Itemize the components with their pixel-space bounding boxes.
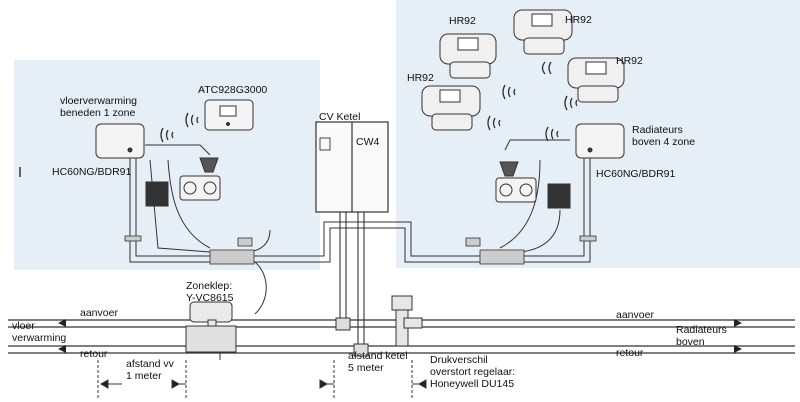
arrow-icon [58,319,742,353]
room-thermostat [204,99,254,131]
radiateurs-boven-label: Radiateurs boven [676,324,727,348]
power-socket-left [145,157,221,207]
bypass-regulator [391,295,423,347]
wireless-signal-icon [160,61,578,143]
atc-label: ATC928G3000 [198,84,268,96]
drukverschil-label: Drukverschil overstort regelaar: Honeywe… [430,354,516,390]
cw4-label: CW4 [356,136,380,148]
zoneklep-label: Zoneklep: Y-VC8615 [186,280,234,304]
zone-valve [185,301,237,360]
afstand-vv-label: afstand vv 1 meter [126,358,174,382]
cv-ketel-label: CV Ketel [319,111,361,123]
cv-boiler [315,121,389,213]
zone-left-background [14,60,320,270]
controller-right [575,123,625,159]
radiator-zone-label: Radiateurs boven 4 zone [632,124,696,148]
afstand-ketel-label: afstand ketel 5 meter [348,350,408,374]
hr92-valve-1 [439,33,497,79]
hr92-valve-3 [567,57,625,103]
wire-splices [124,235,597,265]
floor-zone-label: vloerverwarming beneden 1 zone [60,95,138,119]
hr92-label: HR92 [565,14,592,26]
power-socket-right [495,161,571,209]
boiler-pipes [339,212,365,346]
hc60-right-label: HC60NG/BDR91 [596,168,676,180]
aanvoer-right-label: aanvoer [616,309,654,321]
hr92-valve-2 [513,9,573,55]
dimension-markers [97,360,427,400]
hr92-label: HR92 [616,55,643,67]
aanvoer-left-label: aanvoer [80,307,118,319]
vloer-verwarming-label: vloer verwarming [12,320,67,344]
pipe-tees [335,317,369,357]
hc60-left-label: HC60NG/BDR91 [52,166,132,178]
wiring [129,139,591,315]
hr92-label: HR92 [449,15,476,27]
retour-right-label: retour [616,347,644,359]
hr92-valves [421,9,625,131]
hr92-valve-4 [421,85,481,131]
retour-left-label: retour [80,348,108,360]
controller-left [95,123,145,159]
hr92-label: HR92 [407,72,434,84]
